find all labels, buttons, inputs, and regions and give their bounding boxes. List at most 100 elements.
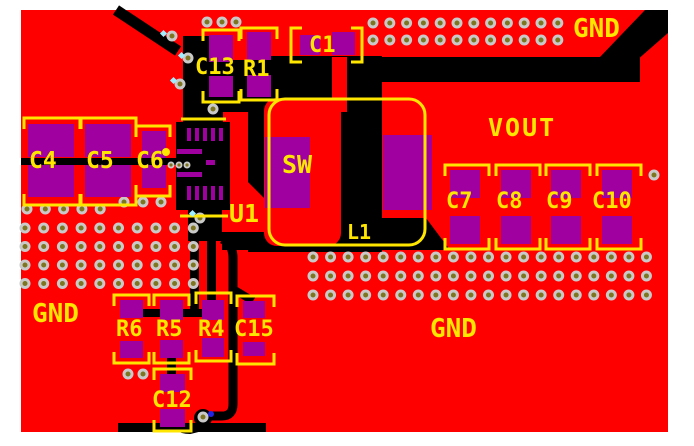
via[interactable] xyxy=(360,289,372,301)
via[interactable] xyxy=(137,368,149,380)
via[interactable] xyxy=(38,278,50,289)
pad-c6[interactable] xyxy=(142,165,166,188)
via[interactable] xyxy=(468,17,480,29)
via[interactable] xyxy=(113,278,124,289)
pad-u1-bottom[interactable] xyxy=(187,186,191,200)
via[interactable] xyxy=(588,270,600,282)
via[interactable] xyxy=(552,34,564,46)
via[interactable] xyxy=(553,270,565,282)
via[interactable] xyxy=(94,278,106,289)
via[interactable] xyxy=(623,251,635,263)
via[interactable] xyxy=(465,251,477,263)
pad-c4[interactable] xyxy=(28,124,74,157)
pad-c12[interactable] xyxy=(160,374,185,392)
via[interactable] xyxy=(169,259,181,271)
via[interactable] xyxy=(201,16,213,28)
via[interactable] xyxy=(150,278,162,289)
via[interactable] xyxy=(113,222,124,234)
via[interactable] xyxy=(451,34,463,46)
via[interactable] xyxy=(197,411,209,423)
via[interactable] xyxy=(367,34,379,46)
via[interactable] xyxy=(377,289,389,301)
via[interactable] xyxy=(169,241,181,252)
via[interactable] xyxy=(56,222,68,234)
via[interactable] xyxy=(307,270,319,282)
pad-u1-bottom[interactable] xyxy=(211,186,215,200)
pad-c15[interactable] xyxy=(243,342,265,356)
via[interactable] xyxy=(640,289,652,301)
via[interactable] xyxy=(447,251,459,263)
via[interactable] xyxy=(19,241,31,252)
pad-r4[interactable] xyxy=(202,338,224,357)
via[interactable] xyxy=(395,251,407,263)
pad-c13[interactable] xyxy=(209,35,233,62)
pad-c5[interactable] xyxy=(85,165,131,197)
via[interactable] xyxy=(377,270,389,282)
pad-c10[interactable] xyxy=(602,170,632,198)
via[interactable] xyxy=(535,289,547,301)
via[interactable] xyxy=(230,16,242,28)
via[interactable] xyxy=(518,17,530,29)
pad-r5[interactable] xyxy=(160,340,183,358)
via[interactable] xyxy=(131,278,143,289)
via[interactable] xyxy=(417,17,429,29)
via[interactable] xyxy=(501,17,513,29)
via[interactable] xyxy=(552,17,564,29)
via[interactable] xyxy=(94,241,106,252)
via[interactable] xyxy=(412,270,424,282)
pad-r6[interactable] xyxy=(120,300,143,318)
via[interactable] xyxy=(468,34,480,46)
via[interactable] xyxy=(430,289,442,301)
pad-u1-bottom[interactable] xyxy=(219,186,223,200)
via[interactable] xyxy=(137,196,149,208)
via[interactable] xyxy=(150,241,162,252)
via[interactable] xyxy=(430,251,442,263)
pad-r1[interactable] xyxy=(247,32,271,60)
via[interactable] xyxy=(518,289,530,301)
via[interactable] xyxy=(377,251,389,263)
via[interactable] xyxy=(342,270,354,282)
via[interactable] xyxy=(648,169,660,181)
via[interactable] xyxy=(94,222,106,234)
via[interactable] xyxy=(113,259,124,271)
via[interactable] xyxy=(131,222,143,234)
via[interactable] xyxy=(175,161,183,169)
via[interactable] xyxy=(623,289,635,301)
via[interactable] xyxy=(465,289,477,301)
via[interactable] xyxy=(451,17,463,29)
pad-r6[interactable] xyxy=(120,341,143,358)
via[interactable] xyxy=(360,270,372,282)
via[interactable] xyxy=(518,270,530,282)
via[interactable] xyxy=(570,251,582,263)
via[interactable] xyxy=(395,289,407,301)
pad-c8[interactable] xyxy=(501,170,531,198)
via[interactable] xyxy=(447,289,459,301)
via[interactable] xyxy=(501,34,513,46)
pad-r1[interactable] xyxy=(247,75,271,97)
via[interactable] xyxy=(360,251,372,263)
pad-c9[interactable] xyxy=(551,216,581,244)
pad-c4[interactable] xyxy=(28,165,74,197)
via[interactable] xyxy=(535,251,547,263)
via[interactable] xyxy=(216,16,228,28)
via[interactable] xyxy=(605,270,617,282)
via[interactable] xyxy=(187,259,199,271)
via[interactable] xyxy=(500,270,512,282)
via[interactable] xyxy=(75,241,87,252)
via[interactable] xyxy=(570,289,582,301)
via[interactable] xyxy=(38,259,50,271)
via[interactable] xyxy=(150,259,162,271)
pad-r4[interactable] xyxy=(202,300,224,320)
via[interactable] xyxy=(465,270,477,282)
pad-u1-top[interactable] xyxy=(219,128,223,141)
via[interactable] xyxy=(166,30,178,42)
via[interactable] xyxy=(535,270,547,282)
via[interactable] xyxy=(56,259,68,271)
via[interactable] xyxy=(535,34,547,46)
via[interactable] xyxy=(207,103,219,115)
via[interactable] xyxy=(182,52,194,64)
pad-c6[interactable] xyxy=(142,131,166,158)
via[interactable] xyxy=(38,241,50,252)
via[interactable] xyxy=(447,270,459,282)
via[interactable] xyxy=(430,270,442,282)
